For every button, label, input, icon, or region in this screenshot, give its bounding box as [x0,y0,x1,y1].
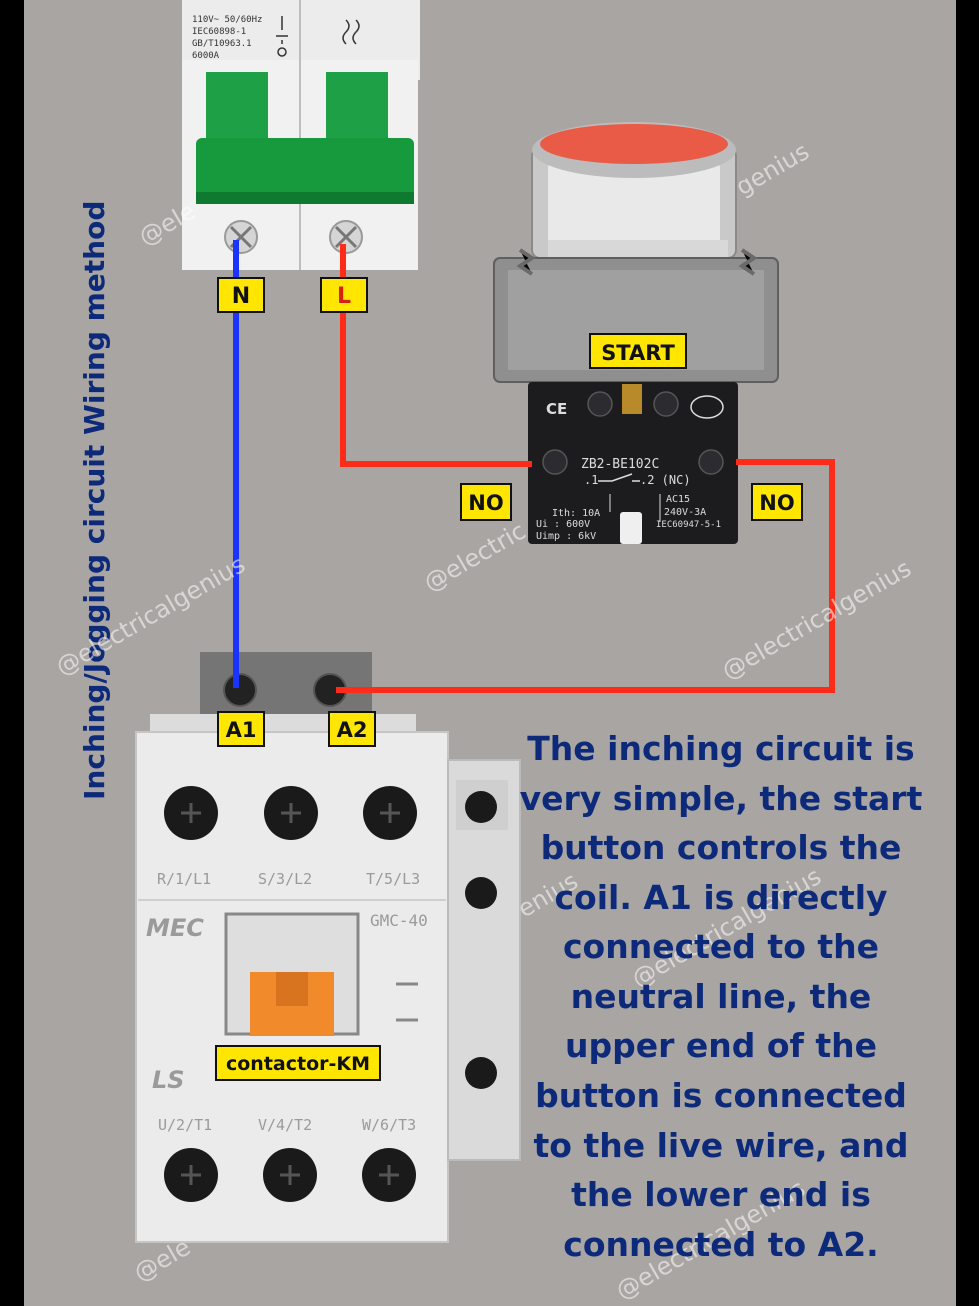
svg-text:A2: A2 [337,718,368,742]
description-line: button controls the [541,828,902,867]
label-start: START [589,333,687,369]
svg-text:N: N [232,284,250,309]
button-cap [540,124,728,164]
ith-rating: Ith: 10A [552,508,600,519]
button-model: ZB2-BE102C [581,457,659,472]
logo-ls: LS [152,1066,185,1094]
terminal-label-t5: T/5/L3 [366,870,420,888]
terminal-a1-icon [223,673,257,707]
ui-rating: Ui : 600V [536,519,590,530]
label-contactor-km: contactor-KM [215,1045,381,1081]
description-line: connected to A2. [563,1225,878,1264]
terminal-label-r1: R/1/L1 [157,870,211,888]
label-no-right: NO [751,483,803,521]
svg-text:NO: NO [468,491,503,515]
label-l: L [320,277,368,313]
contact-2-nc: .2 (NC) [640,473,691,487]
terminal-label-s3: S/3/L2 [258,870,312,888]
button-plunger [620,512,642,544]
ac-category: AC15 [666,494,690,505]
svg-text:START: START [601,341,675,365]
ac-rating: 240V-3A [664,507,706,518]
contact-1: .1 [584,473,598,487]
breaker-toggle [196,138,414,198]
start-push-button: CE ZB2-BE102C .1 .2 (NC) Ith: 10A Ui : 6… [493,122,779,544]
svg-text:NO: NO [759,491,794,515]
svg-text:A1: A1 [226,718,257,742]
description-line: to the live wire, and [534,1126,909,1165]
svg-text:L: L [337,284,351,309]
breaker-rating-2: IEC60898-1 [192,27,246,37]
model-gmc40: GMC-40 [370,911,428,930]
contactor-km: R/1/L1 S/3/L2 T/5/L3 MEC GMC-40 LS U/2/T… [135,652,521,1243]
label-a1: A1 [217,711,265,747]
description-line: very simple, the start [520,779,923,818]
description-line: upper end of the [565,1026,877,1065]
brand-mec: MEC [146,914,204,942]
description-line: the lower end is [571,1175,871,1214]
terminal-label-w6: W/6/T3 [362,1116,416,1134]
breaker-rating-1: 110V~ 50/60Hz [192,15,262,25]
description-line: neutral line, the [571,977,872,1016]
ce-mark: CE [546,400,567,418]
description-line: The inching circuit is [527,729,914,768]
terminal-label-v4: V/4/T2 [258,1116,312,1134]
description-line: button is connected [535,1076,907,1115]
standard: IEC60947-5-1 [656,520,721,530]
terminal-label-u2: U/2/T1 [158,1116,212,1134]
circuit-breaker: 110V~ 50/60Hz IEC60898-1 GB/T10963.1 600… [182,0,420,270]
ccc-mark-icon [690,395,724,419]
description-line: connected to the [563,927,879,966]
mount-spring-icon [516,248,758,276]
label-a2: A2 [328,711,376,747]
breaker-symbol-icon [276,16,360,57]
label-n: N [217,277,265,313]
uimp-rating: Uimp : 6kV [536,531,596,542]
svg-text:contactor-KM: contactor-KM [226,1053,370,1075]
description-line: coil. A1 is directly [554,878,887,917]
page-title: Inching/Jogging circuit Wiring method [78,201,111,800]
label-no-left: NO [460,483,512,521]
description-text: The inching circuit is very simple, the … [520,729,923,1264]
breaker-rating-4: 6000A [192,51,220,61]
contact-block [528,382,738,544]
live-wire [336,244,835,693]
breaker-rating-3: GB/T10963.1 [192,39,252,49]
